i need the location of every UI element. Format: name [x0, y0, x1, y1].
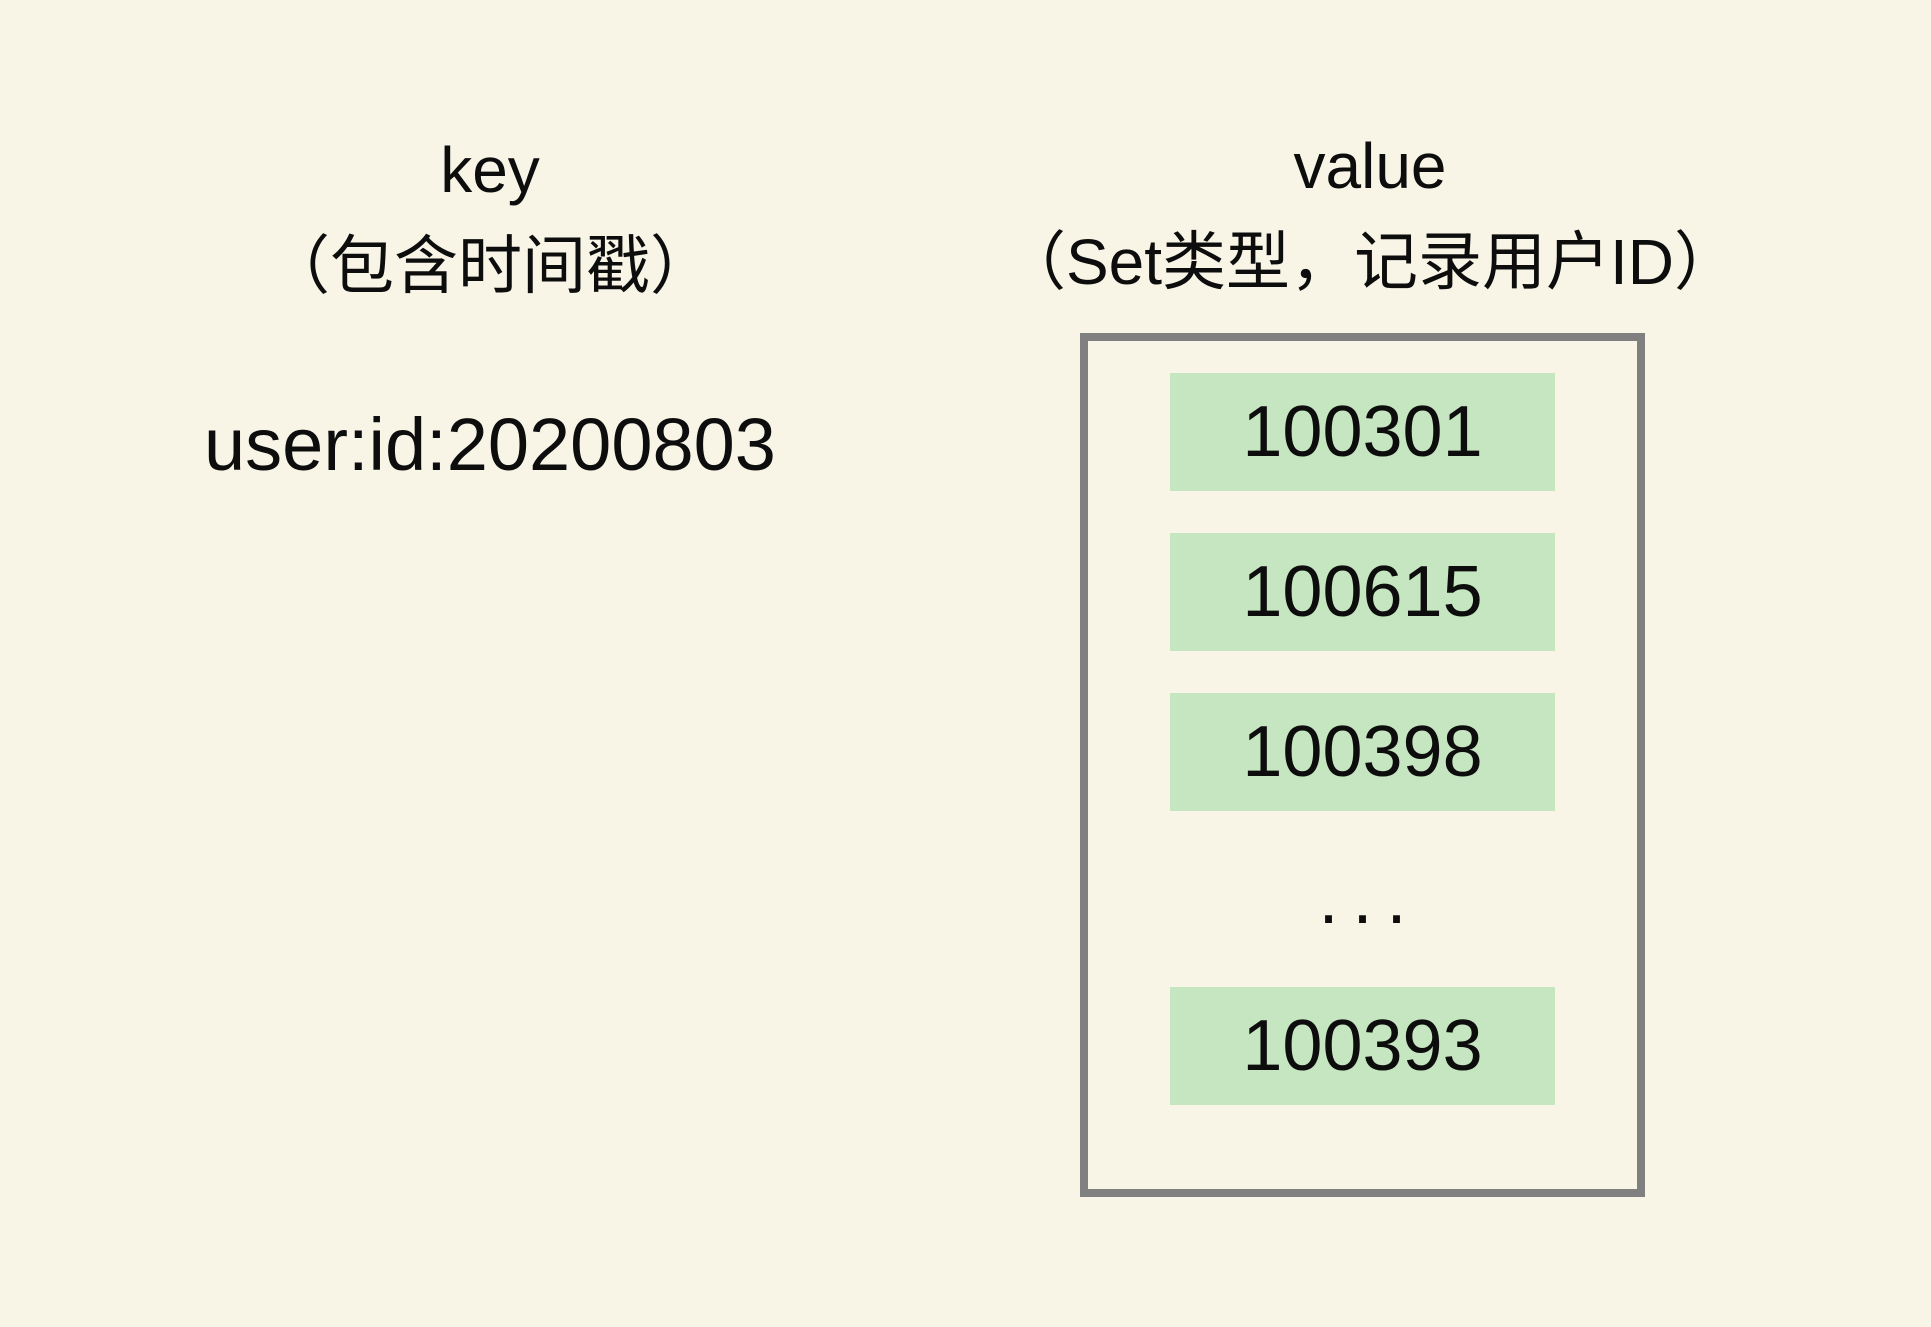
key-title: key	[440, 134, 540, 206]
key-column-header: key （包含时间戳）	[60, 122, 920, 314]
set-member: 100398	[1170, 693, 1555, 811]
key-subtitle: （包含时间戳）	[266, 230, 714, 302]
key-name-text: user:id:20200803	[204, 403, 776, 486]
ellipsis-text: ...	[1318, 859, 1421, 939]
set-value-box: 100301 100615 100398 ... 100393	[1080, 333, 1645, 1197]
value-column-header: value （Set类型，记录用户ID）	[920, 118, 1820, 310]
value-subtitle: （Set类型，记录用户ID）	[1001, 226, 1739, 298]
set-member: 100393	[1170, 987, 1555, 1105]
set-member: 100301	[1170, 373, 1555, 491]
value-title: value	[1293, 130, 1447, 202]
set-member: 100615	[1170, 533, 1555, 651]
